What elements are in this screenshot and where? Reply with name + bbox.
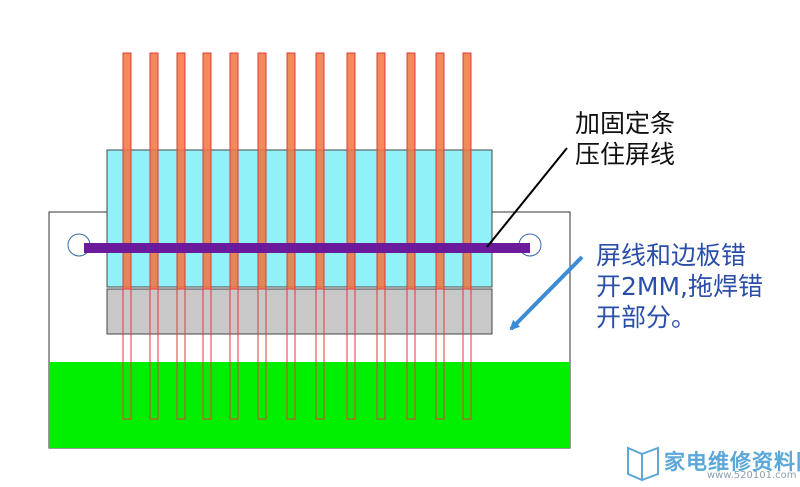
screen-wire-12 — [435, 52, 445, 290]
solder-pad-12 — [435, 288, 445, 420]
site-logo-name: 家电维修资料网 — [664, 450, 800, 474]
solder-pad-4 — [202, 288, 212, 420]
screen-wire-10 — [376, 52, 386, 290]
solder-pad-5 — [229, 288, 239, 420]
offset-note-line-2: 开2MM,拖焊错 — [596, 272, 763, 301]
offset-note-line-1: 屏线和边板错 — [596, 241, 747, 270]
clamp-label-line-1: 加固定条 — [575, 109, 676, 138]
screen-wire-7 — [286, 52, 296, 290]
offset-arrow — [509, 255, 584, 331]
screen-wire-3 — [176, 52, 186, 290]
solder-pad-10 — [376, 288, 386, 420]
screen-wire-8 — [315, 52, 325, 290]
solder-pad-8 — [315, 288, 325, 420]
screen-wire-1 — [122, 52, 132, 290]
screen-wire-9 — [346, 52, 356, 290]
clamp-label-line-2: 压住屏线 — [575, 140, 676, 169]
solder-pad-2 — [149, 288, 159, 420]
site-logo-url: www.520101.com — [707, 470, 797, 481]
solder-pad-11 — [406, 288, 416, 420]
green-pcb — [49, 362, 570, 448]
solder-pad-1 — [122, 288, 132, 420]
purple-clamp-bar — [84, 243, 530, 253]
solder-pad-7 — [286, 288, 296, 420]
gray-solder-band — [106, 288, 493, 335]
clamp-pointer-line — [486, 147, 568, 248]
screen-wire-6 — [257, 52, 267, 290]
offset-note-line-3: 开部分。 — [596, 303, 697, 332]
screen-wire-11 — [406, 52, 416, 290]
screen-wire-2 — [149, 52, 159, 290]
screen-wire-13 — [462, 52, 472, 290]
solder-pad-3 — [176, 288, 186, 420]
offset-note-label: 屏线和边板错 开2MM,拖焊错 开部分。 — [596, 240, 763, 333]
solder-pad-13 — [462, 288, 472, 420]
screen-wire-5 — [229, 52, 239, 290]
book-icon — [627, 446, 659, 482]
screen-wire-4 — [202, 52, 212, 290]
cyan-ribbon-band — [106, 149, 493, 288]
clamp-strip-label: 加固定条 压住屏线 — [575, 108, 675, 170]
solder-pad-6 — [257, 288, 267, 420]
screen-wires — [122, 52, 472, 420]
solder-pad-9 — [346, 288, 356, 420]
